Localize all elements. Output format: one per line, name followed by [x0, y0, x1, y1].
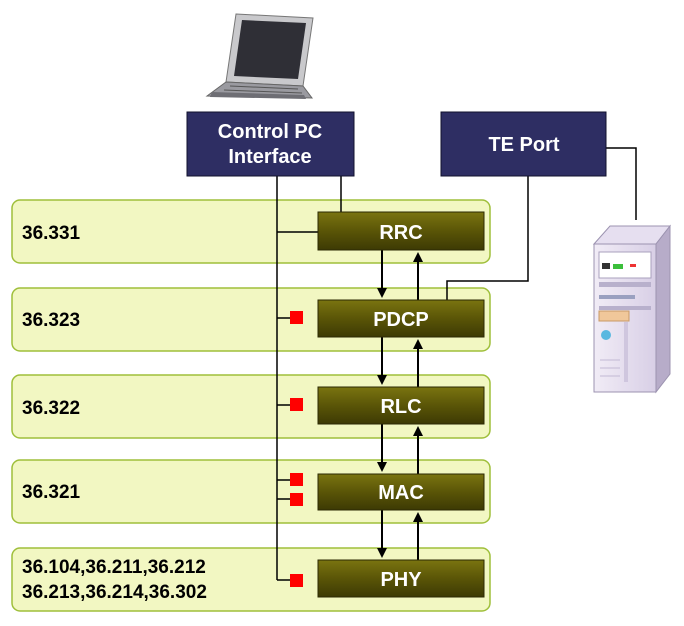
red-marker [290, 493, 303, 506]
red-marker [290, 398, 303, 411]
spec-label: 36.331 [22, 223, 81, 244]
block-pdcp: PDCP [317, 299, 485, 338]
block-label: RRC [379, 222, 422, 244]
block-label: RLC [380, 396, 421, 418]
block-rlc: RLC [317, 386, 485, 425]
spec-label: 36.213,36.214,36.302 [22, 582, 207, 603]
block-phy: PHY [317, 559, 485, 598]
te-port-box: TE Port [440, 111, 607, 177]
spec-label: 36.322 [22, 398, 80, 419]
control-pc-interface-box: Control PC Interface [186, 111, 355, 177]
te-port-label: TE Port [488, 134, 559, 156]
red-marker [290, 473, 303, 486]
spec-label: 36.323 [22, 310, 80, 331]
control-pc-label-line2: Interface [228, 146, 311, 168]
spec-label: 36.104,36.211,36.212 [22, 557, 206, 578]
red-marker [290, 311, 303, 324]
connector-lines [276, 147, 637, 581]
control-pc-label-line1: Control PC [218, 121, 322, 143]
test-point-markers [290, 311, 303, 587]
red-marker [290, 574, 303, 587]
block-label: MAC [378, 482, 424, 504]
block-label: PHY [380, 569, 422, 591]
block-mac: MAC [317, 473, 485, 511]
spec-label: 36.321 [22, 482, 81, 503]
server-tower-icon [592, 224, 672, 394]
block-rrc: RRC [317, 211, 485, 251]
block-label: PDCP [373, 309, 429, 331]
laptop-icon [205, 13, 314, 99]
data-flow-arrows [377, 250, 423, 560]
